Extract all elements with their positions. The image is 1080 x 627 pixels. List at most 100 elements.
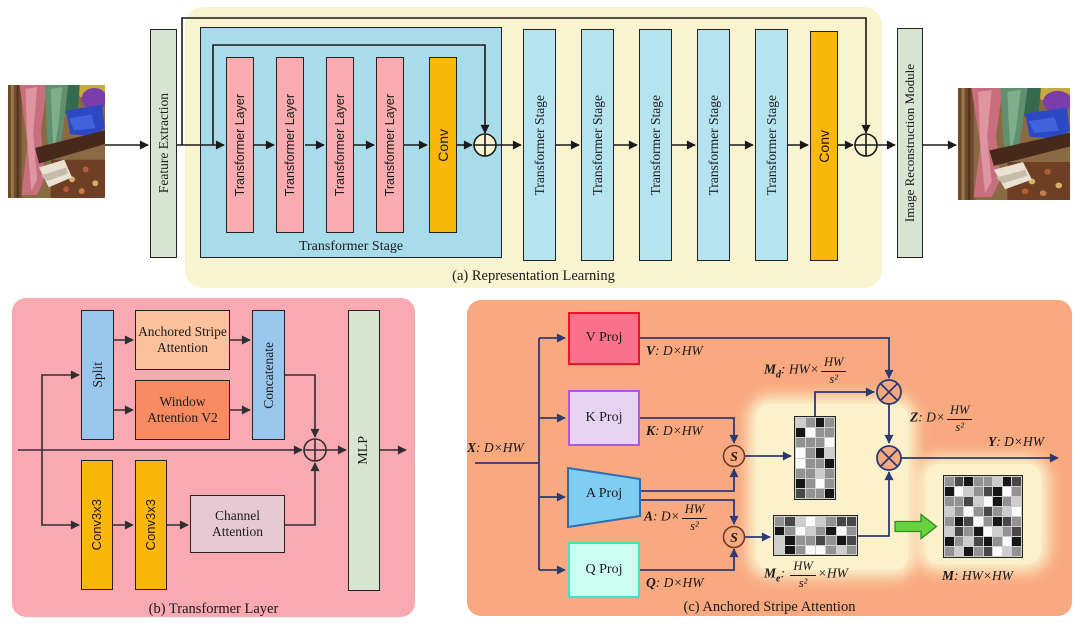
transformer-stage-label: Transformer Stage [705,94,721,196]
matrix-cell [1012,507,1021,516]
matrix-cell [954,477,964,486]
denominator: s² [955,419,965,434]
transformer-stage-label: Transformer Stage [647,94,663,196]
v-dim-label: V: D×HW [646,343,703,359]
dims: : D× [653,508,680,524]
matmul-icon [876,445,902,471]
matrix-cell [775,545,785,554]
matrix-cell [785,526,795,535]
matrix-cell [825,458,834,468]
matrix-cell [954,537,964,546]
dims: : D×HW [655,423,703,438]
matrix-cell [973,497,983,506]
dims: ×HW [817,565,848,581]
dims: : D×HW [996,434,1044,449]
matrix-cell [964,487,973,496]
dims: : HW×HW [954,568,1013,583]
matrix-cell [954,487,964,496]
add-icon [854,133,878,157]
matrix-cell [826,526,836,535]
transformer-stage-block: Transformer Stage [639,29,672,261]
matrix-cell [954,507,964,516]
matrix-cell [815,468,825,478]
matrix-cell [805,526,815,535]
matrix-cell [815,448,825,458]
matrix-cell [993,507,1002,516]
matrix-cell [993,497,1002,506]
matrix-cell [945,497,954,506]
matrix-cell [846,526,856,535]
matrix-cell [816,545,826,554]
matrix-cell [816,517,826,526]
subscript: e [776,573,781,585]
var-z: Z [910,409,919,425]
matrix-cell [973,547,983,556]
anchored-stripe-attention-block: Anchored Stripe Attention [135,310,230,370]
matrix-cell [796,488,805,498]
matrix-cell [1012,487,1021,496]
numerator: HW [681,503,708,519]
matrix-cell [983,487,993,496]
matrix-cell [795,536,805,545]
matrix-cell [805,428,815,438]
panel-c-wires: S S [475,333,1059,575]
y-dim-label: Y: D×HW [988,434,1044,450]
matrix-cell [993,477,1002,486]
matrix-cell [815,478,825,488]
matrix-cell [816,526,826,535]
matrix-cell [816,536,826,545]
matrix-cell [1002,527,1012,536]
flow-arrow [285,374,320,438]
matrix-cell [805,488,815,498]
a-proj-label: A Proj [585,486,623,501]
branch-arrow [41,370,80,450]
image-reconstruction-module: Image Reconstruction Module [897,28,923,258]
mlp-block: MLP [348,310,380,591]
matrix-cell [964,477,973,486]
softmax-icon: S [722,525,746,549]
panel-c-caption: (c) Anchored Stripe Attention [683,599,856,615]
transformer-stage-label: Transformer Stage [763,94,779,196]
dims: : D×HW [655,343,703,358]
matrix-cell [1002,487,1012,496]
matrix-cell [954,547,964,556]
matrix-cell [993,547,1002,556]
matrix-cell [983,517,993,526]
window-attention-v2-label: Window Attention V2 [147,394,218,425]
matrix-cell [805,438,815,448]
k-proj-block: K Proj [568,390,640,446]
split-block: Split [81,310,114,440]
a-proj-trapezoid [567,466,641,529]
matrix-cell [846,517,856,526]
denominator: s² [829,371,839,386]
matrix-cell [795,545,805,554]
matrix-cell [805,536,815,545]
conv-block: Conv [429,57,457,233]
var-k: K [646,423,656,438]
matrix-cell [815,428,825,438]
matrix-cell [945,507,954,516]
numerator: HW [790,560,816,576]
v-line [640,337,894,379]
transformer-stage-block: Transformer Stage [523,29,556,261]
transformer-layer-label: Transformer Layer [282,93,297,197]
matrix-cell [993,487,1002,496]
add-icon [303,438,327,462]
conv3x3-label: Conv3x3 [88,499,104,551]
k-line [640,417,739,444]
matrix-cell [805,478,815,488]
matmul-icon [876,379,902,405]
k-proj-label: K Proj [585,409,623,425]
m-dim-label: M: HW×HW [942,568,1013,584]
dims: : D×HW [655,575,704,590]
a-line-lower [640,499,739,525]
dims: : D× [918,409,945,425]
matrix-cell [973,517,983,526]
conv3x3-block: Conv3x3 [81,460,113,590]
softmax-icon: S [722,444,746,468]
matrix-cell [1002,507,1012,516]
transformer-stage-block: Transformer Stage [697,29,730,261]
var-m: M [942,568,955,583]
